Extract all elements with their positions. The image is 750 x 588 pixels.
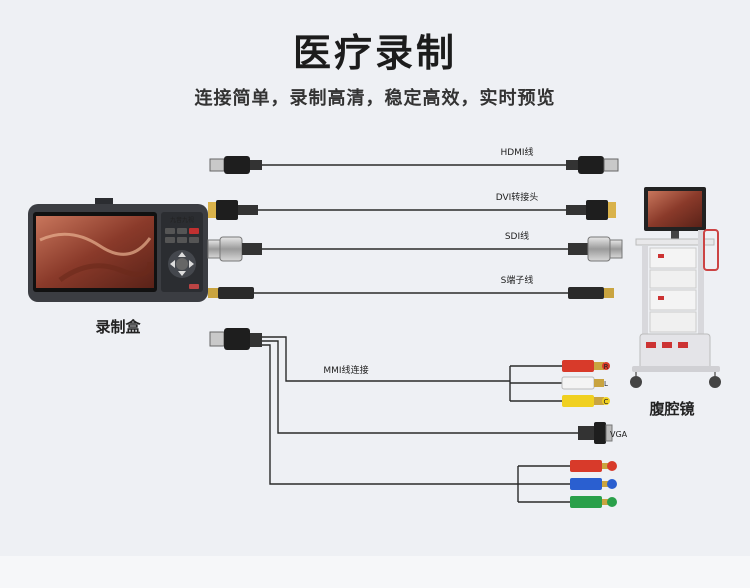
recorder-brand: 九音九视: [170, 216, 194, 224]
component-plug-green: [570, 496, 602, 508]
hdmi-plug-right: [566, 156, 619, 174]
component-plug-green-tip: [607, 497, 617, 507]
recorder-label: 录制盒: [95, 318, 141, 336]
vga-plug: [578, 422, 613, 444]
mmi-av-branch: [262, 336, 510, 382]
sdi-bnc-right: [568, 236, 623, 262]
dvi-adapter-right: [566, 200, 616, 220]
svideo-cable-label: S端子线: [501, 274, 534, 286]
rca-label-l: L: [604, 380, 608, 388]
svideo-plug-left: [208, 287, 254, 299]
page-subtitle: 连接简单，录制高清，稳定高效，实时预览: [194, 88, 556, 109]
component-plug-red-tip: [607, 461, 617, 471]
component-plug-blue-tip: [607, 479, 617, 489]
sdi-cable-label: SDI线: [505, 230, 529, 242]
hdmi-cable-label: HDMI线: [500, 146, 533, 158]
rca-label-r: R: [604, 363, 609, 371]
dvi-cable-label: DVI转接头: [496, 191, 539, 203]
svideo-plug-right: [568, 287, 614, 299]
keypad-buttons: [165, 228, 199, 289]
recorder-device: 九音九视: [28, 198, 208, 302]
component-plug-red: [570, 460, 602, 472]
component-plug-green-pin: [602, 499, 608, 505]
component-plugs: [570, 460, 617, 508]
mmi-cable-label: MMI线连接: [323, 364, 368, 376]
mmi-vga-branch: [262, 340, 578, 434]
rca-plug-r: [562, 360, 610, 372]
page-title: 医疗录制: [292, 31, 457, 75]
vga-label: VGA: [610, 430, 628, 439]
cable-lines: [254, 164, 578, 503]
hdmi-plug-left: [209, 156, 262, 174]
endoscope-label: 腹腔镜: [649, 400, 694, 418]
bottom-band: [0, 556, 750, 588]
rca-plug-c: [562, 395, 610, 407]
dvi-adapter-left: [208, 200, 258, 220]
mmi-component-branch: [262, 344, 518, 485]
component-plug-blue: [570, 478, 602, 490]
sdi-bnc-left: [207, 236, 262, 262]
component-plug-red-pin: [602, 463, 608, 469]
endoscope-cart: [630, 187, 721, 388]
component-plug-blue-pin: [602, 481, 608, 487]
rca-label-c: C: [604, 398, 609, 406]
mmi-plug: [209, 328, 262, 350]
rca-plug-l: [561, 376, 604, 390]
